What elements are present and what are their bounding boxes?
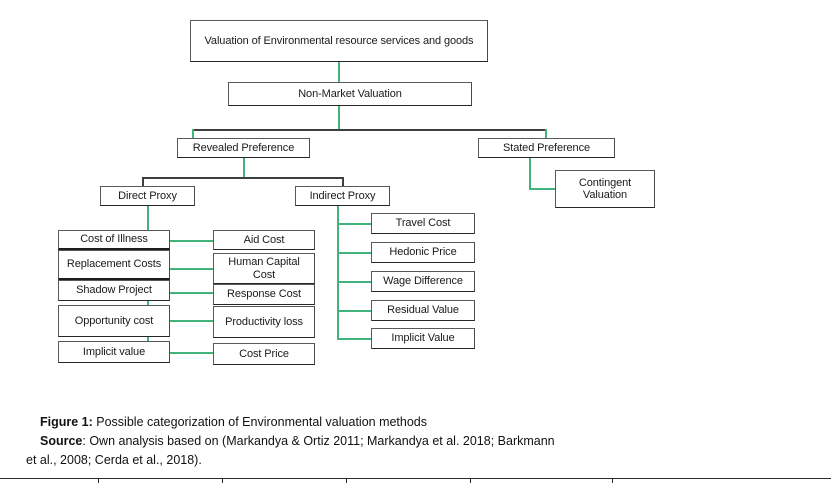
leaf-productivity-loss-label: Productivity loss: [225, 315, 303, 328]
caption-figure-text: Possible categorization of Environmental…: [92, 415, 428, 429]
leaf-human-capital-cost: Human Capital Cost: [213, 253, 315, 284]
leaf-productivity-loss: Productivity loss: [213, 306, 315, 338]
caption-figure-line: Figure 1: Possible categorization of Env…: [26, 413, 806, 432]
node-non-market-valuation-label: Non-Market Valuation: [298, 87, 402, 100]
bottom-table-edge: [0, 478, 831, 479]
node-indirect-proxy: Indirect Proxy: [295, 186, 390, 206]
figure-caption: Figure 1: Possible categorization of Env…: [26, 413, 806, 470]
connector-stated-stub: [545, 129, 547, 139]
leaf-implicit-value-left-label: Implicit value: [82, 345, 146, 358]
split-bar-proxy: [142, 177, 343, 179]
leaf-cost-price: Cost Price: [213, 343, 315, 365]
leaf-cost-of-illness: Cost of Illness: [58, 230, 170, 250]
node-revealed-preference: Revealed Preference: [177, 138, 310, 158]
connector-revealed-stem: [243, 158, 245, 177]
connector-indirect-rung-4: [337, 310, 371, 312]
caption-source-line-2: et al., 2008; Cerda et al., 2018).: [26, 453, 202, 467]
node-stated-preference-label: Stated Preference: [503, 141, 590, 154]
split-bar-proxy-left-drop: [142, 177, 144, 186]
leaf-response-cost-label: Response Cost: [227, 288, 301, 301]
caption-source-line: Source: Own analysis based on (Markandya…: [26, 432, 806, 451]
bottom-table-tick-2: [222, 479, 223, 483]
connector-stated-to-contingent: [529, 188, 555, 190]
leaf-shadow-project: Shadow Project: [58, 280, 170, 301]
leaf-hedonic-price: Hedonic Price: [371, 242, 475, 263]
node-indirect-proxy-label: Indirect Proxy: [309, 189, 376, 202]
leaf-implicit-value-left: Implicit value: [58, 341, 170, 363]
connector-indirect-proxy-trunk: [337, 206, 339, 339]
leaf-opportunity-cost-label: Opportunity cost: [74, 314, 154, 327]
node-non-market-valuation: Non-Market Valuation: [228, 82, 472, 106]
leaf-response-cost: Response Cost: [213, 284, 315, 305]
caption-source-text: : Own analysis based on (Markandya & Ort…: [82, 434, 555, 448]
leaf-wage-difference-label: Wage Difference: [383, 275, 463, 288]
connector-root-to-nonmarket: [338, 62, 340, 82]
node-direct-proxy-label: Direct Proxy: [118, 189, 177, 202]
node-contingent-valuation: Contingent Valuation: [555, 170, 655, 208]
node-root-label: Valuation of Environmental resource serv…: [204, 34, 474, 47]
connector-stated-down: [529, 158, 531, 189]
node-contingent-valuation-label: Contingent Valuation: [578, 176, 632, 201]
bottom-table-tick-5: [612, 479, 613, 483]
caption-figure-label: Figure 1:: [40, 415, 93, 429]
leaf-implicit-value-right-label: Implicit Value: [391, 332, 455, 345]
connector-indirect-rung-2: [337, 252, 371, 254]
leaf-cost-price-label: Cost Price: [239, 347, 289, 360]
node-revealed-preference-label: Revealed Preference: [192, 141, 295, 154]
bottom-table-tick-4: [470, 479, 471, 483]
leaf-travel-cost: Travel Cost: [371, 213, 475, 234]
split-bar-preference: [192, 129, 546, 131]
leaf-cost-of-illness-label: Cost of Illness: [80, 233, 148, 246]
node-direct-proxy: Direct Proxy: [100, 186, 195, 206]
bottom-table-tick-3: [346, 479, 347, 483]
node-stated-preference: Stated Preference: [478, 138, 615, 158]
leaf-residual-value: Residual Value: [371, 300, 475, 321]
leaf-implicit-value-right: Implicit Value: [371, 328, 475, 349]
caption-source-label: Source: [40, 434, 83, 448]
leaf-replacement-costs: Replacement Costs: [58, 250, 170, 280]
bottom-table-tick-1: [98, 479, 99, 483]
node-root: Valuation of Environmental resource serv…: [190, 20, 488, 62]
connector-indirect-rung-1: [337, 223, 371, 225]
split-bar-proxy-right-drop: [342, 177, 344, 186]
connector-revealed-stub: [192, 129, 194, 139]
leaf-human-capital-cost-label: Human Capital Cost: [228, 256, 300, 281]
leaf-aid-cost: Aid Cost: [213, 230, 315, 250]
leaf-residual-value-label: Residual Value: [387, 304, 459, 317]
leaf-hedonic-price-label: Hedonic Price: [389, 246, 457, 259]
connector-nonmarket-stem: [338, 106, 340, 129]
leaf-replacement-costs-label: Replacement Costs: [66, 258, 162, 271]
leaf-aid-cost-label: Aid Cost: [243, 233, 285, 246]
leaf-travel-cost-label: Travel Cost: [395, 217, 451, 230]
connector-indirect-rung-5: [337, 338, 371, 340]
leaf-shadow-project-label: Shadow Project: [76, 284, 152, 297]
leaf-wage-difference: Wage Difference: [371, 271, 475, 292]
connector-indirect-rung-3: [337, 281, 371, 283]
leaf-opportunity-cost: Opportunity cost: [58, 305, 170, 337]
